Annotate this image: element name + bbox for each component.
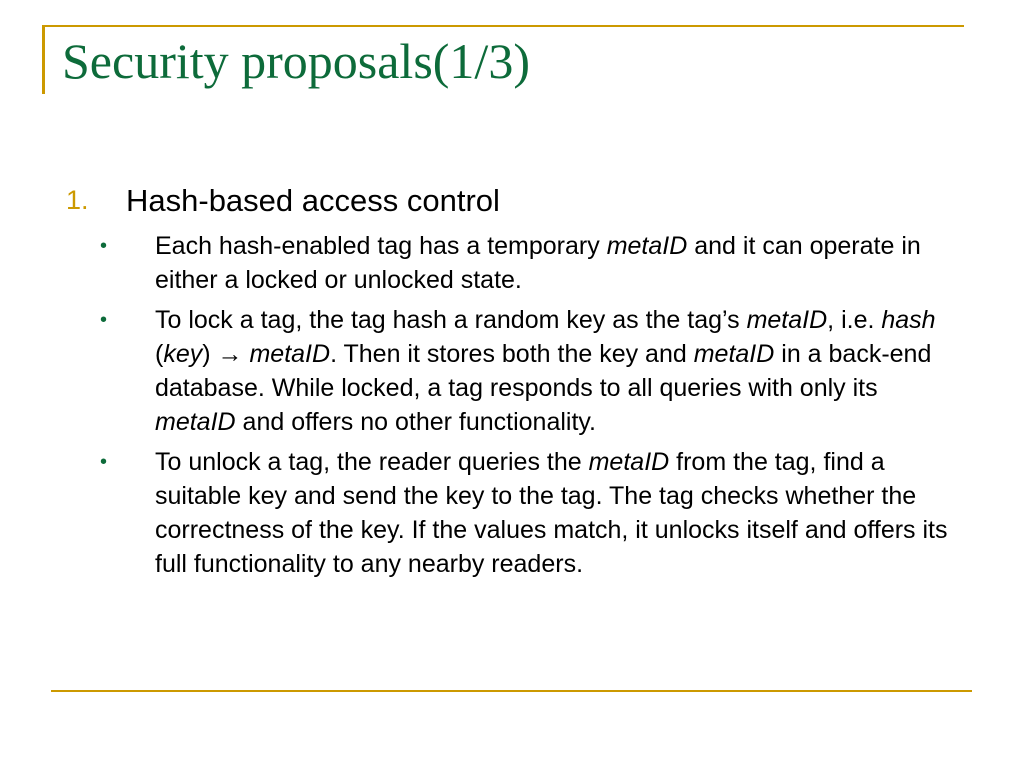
item-heading: Hash-based access control	[126, 183, 500, 218]
bullet-item-3: • To unlock a tag, the reader queries th…	[62, 445, 962, 581]
text-run: from the tag, find a suitable key and se…	[155, 448, 948, 579]
slide-title: Security proposals(1/3)	[62, 33, 530, 89]
text-run: To unlock a tag, the reader queries the	[155, 448, 589, 477]
bullet-icon: •	[100, 235, 108, 258]
term-metaid: metaID	[606, 232, 688, 261]
term-metaid: metaID	[746, 306, 828, 335]
text-run: and offers no other functionality.	[235, 408, 597, 437]
list-item-hash-based: 1. Hash-based access control	[62, 182, 962, 219]
term-metaid: metaID	[588, 448, 670, 477]
text-run: )	[202, 340, 218, 369]
text-run: and it can operate in either a locked or…	[155, 232, 921, 295]
frame-top-rule	[42, 25, 964, 27]
text-run: , i.e.	[827, 306, 882, 335]
item-number: 1.	[66, 185, 89, 215]
text-run: (	[155, 340, 164, 369]
text-run: Each hash-enabled tag has a temporary	[155, 232, 607, 261]
slide-content: 1. Hash-based access control • Each hash…	[62, 182, 962, 587]
bullet-icon: •	[100, 309, 108, 332]
bullet-icon: •	[100, 451, 108, 474]
arrow-right-icon: →	[217, 340, 243, 369]
frame-left-rule	[42, 25, 45, 94]
text-run: in a back-end database. While locked, a …	[155, 340, 932, 403]
term-metaid: metaID	[693, 340, 775, 369]
term-hash: hash	[881, 306, 936, 335]
term-metaid: metaID	[155, 408, 236, 437]
frame-bottom-rule	[51, 690, 972, 692]
term-metaid: metaID	[249, 340, 331, 369]
text-run: To lock a tag, the tag hash a random key…	[155, 306, 747, 335]
bullet-item-2: • To lock a tag, the tag hash a random k…	[62, 303, 962, 439]
term-key: key	[163, 340, 203, 369]
bullet-item-1: • Each hash-enabled tag has a temporary …	[62, 229, 962, 297]
text-run: . Then it stores both the key and	[330, 340, 694, 369]
